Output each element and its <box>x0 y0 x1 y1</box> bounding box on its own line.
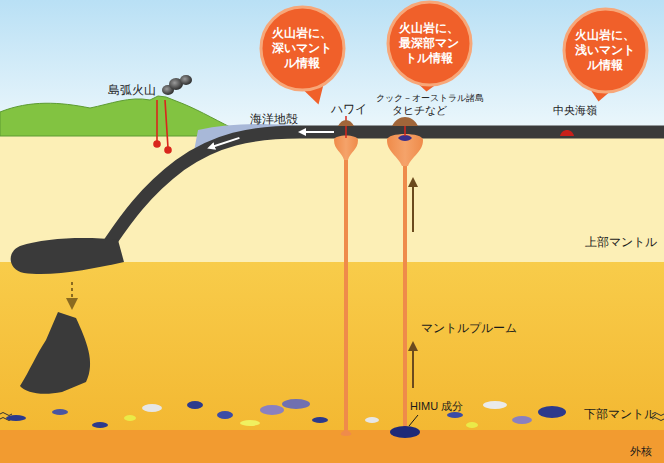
layer-label: 上部マントル <box>585 236 657 250</box>
ridge-magma <box>560 130 574 136</box>
callout-text: 火山岩に、浅いマントル情報 <box>575 28 635 73</box>
bubble-text-block: 火山岩に、浅いマントル情報 <box>575 28 635 73</box>
bubble-circle <box>388 2 471 85</box>
callout-bubble: 火山岩に、最深部マントル情報 <box>386 0 473 87</box>
oceanic-crust <box>106 132 664 248</box>
place-label: 中央海嶺 <box>553 104 597 117</box>
place-label: ハワイ <box>331 103 367 117</box>
volcano-smoke <box>162 75 192 95</box>
bubble-text-block: 火山岩に、最深部マントル情報 <box>399 21 459 66</box>
callout-bubble: 火山岩に、深いマントル情報 <box>259 5 346 92</box>
place-label: タヒチなど <box>392 104 447 117</box>
volcano-label: 島弧火山 <box>108 84 156 98</box>
layer-label: 外核 <box>630 445 652 458</box>
crust-label: 海洋地殻 <box>250 113 298 127</box>
component-label: HIMU 成分 <box>410 400 463 413</box>
plume-label: マントルプルーム <box>421 322 517 336</box>
island-arc <box>0 96 232 136</box>
himu-blob <box>390 426 420 438</box>
callout-text: 火山岩に、深いマントル情報 <box>272 26 332 71</box>
arc-magma <box>154 100 171 153</box>
leader-line <box>409 415 418 426</box>
callout-text: 火山岩に、最深部マントル情報 <box>399 21 459 66</box>
bubble-circle <box>261 7 344 90</box>
plate-arrow <box>302 131 334 133</box>
callout-bubble: 火山岩に、浅いマントル情報 <box>562 7 649 94</box>
slab-end <box>11 238 124 274</box>
sinking-arrow <box>71 282 73 304</box>
plate-motion-arrows <box>211 132 334 147</box>
place-label: クック－オーストラル諸島 <box>376 93 484 103</box>
bubble-text-block: 火山岩に、深いマントル情報 <box>272 26 332 71</box>
sky <box>0 0 664 136</box>
outer-core <box>0 430 664 463</box>
hawaii-plume <box>334 116 358 436</box>
lower-mantle <box>0 262 664 432</box>
tahiti-plume <box>387 117 423 432</box>
layer-label: 下部マントル <box>584 408 656 422</box>
mantle-components <box>6 399 566 438</box>
plate-arrow <box>211 138 239 147</box>
bubble-circle <box>564 9 647 92</box>
sinking-slab <box>20 312 90 394</box>
